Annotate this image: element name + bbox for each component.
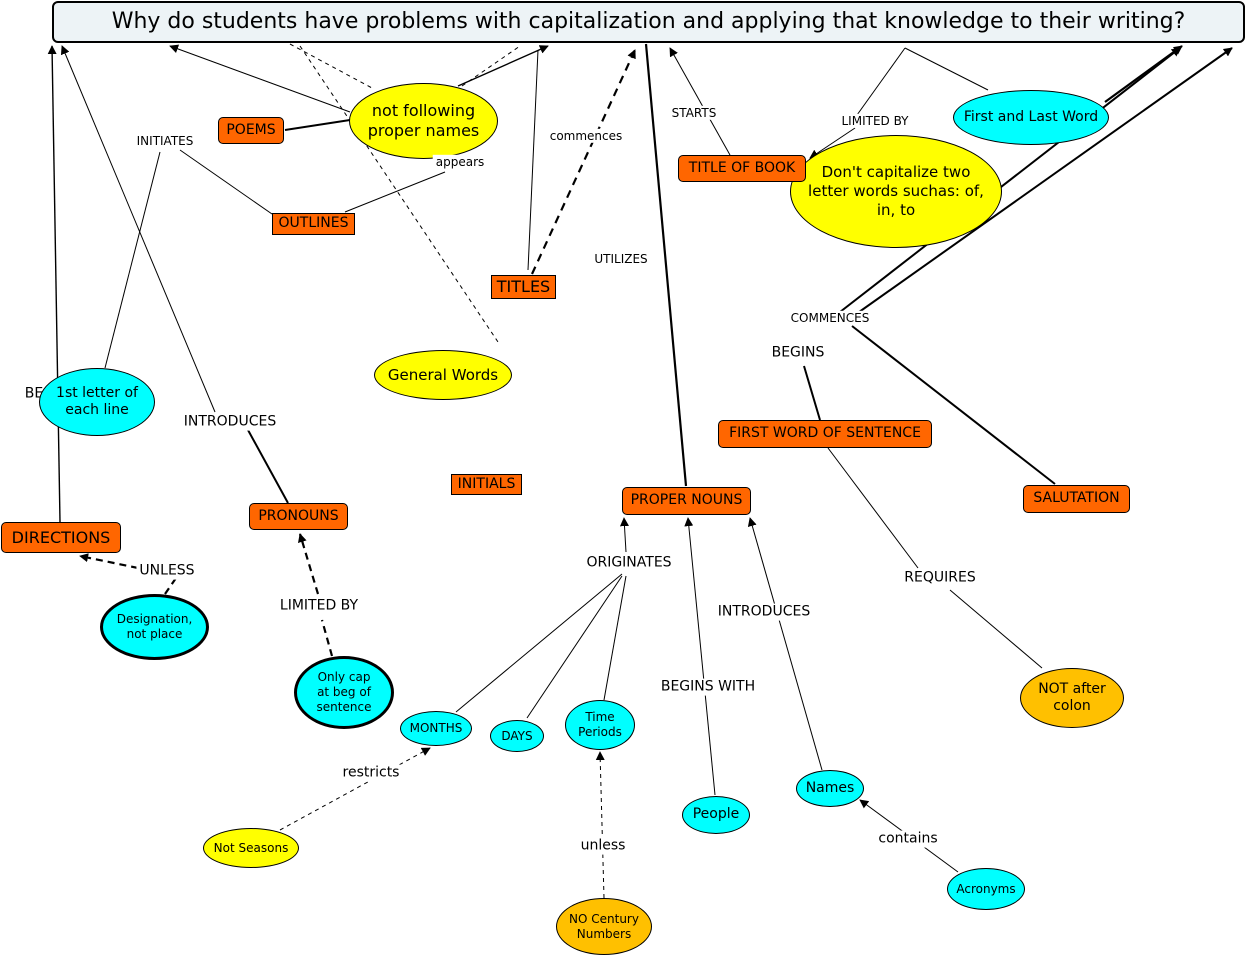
link-days-originates (526, 575, 623, 719)
link-introduces-root (60, 45, 216, 413)
link-limited-pronouns (298, 533, 320, 595)
concept-title-of-book: TITLE OF BOOK (678, 155, 806, 182)
link-label-introduces-left: INTRODUCES (180, 413, 280, 431)
link-commences-root (844, 47, 1233, 323)
link-unless-directions (79, 553, 139, 570)
link-requires-notcolon (949, 589, 1043, 669)
link-dashed-a (289, 43, 373, 89)
link-originates-propernouns (619, 517, 629, 553)
link-begins-root (839, 47, 1181, 313)
link-designation-directions (164, 577, 177, 595)
link-upper-v-left (851, 47, 906, 123)
link-label-commences-upper: COMMENCES (787, 310, 873, 326)
concept-titles: TITLES (491, 275, 556, 299)
link-notfollowing-root-right (457, 45, 549, 87)
concept-no-century-numbers: NO Century Numbers (556, 898, 652, 955)
concept-people: People (682, 796, 750, 834)
concept-initials: INITIALS (451, 474, 522, 495)
link-onlycap-limited (320, 619, 334, 657)
link-outlines-initiates (179, 149, 273, 215)
link-pronouns-introduces (247, 429, 289, 504)
link-label-restricts: restricts (339, 764, 403, 782)
concept-acronyms: Acronyms (947, 868, 1025, 910)
link-titles-root (527, 49, 539, 271)
link-salutation-commences (851, 325, 1056, 485)
concept-not-after-colon: NOT after colon (1020, 668, 1124, 728)
link-nocentury-timeperiods (595, 751, 605, 899)
concept-directions: DIRECTIONS (1, 522, 121, 553)
link-dashed-generalwords (299, 45, 501, 346)
link-directions-root (47, 45, 61, 523)
link-titleofbook-root (669, 47, 731, 156)
link-label-initiates: INITIATES (133, 133, 197, 149)
concept-first-and-last-word: First and Last Word (953, 90, 1109, 145)
concept-general-words: General Words (374, 350, 512, 400)
concept-poems: POEMS (218, 117, 284, 144)
concept-proper-nouns: PROPER NOUNS (622, 487, 751, 515)
link-firstword-begins (803, 365, 821, 421)
link-notseasons-months (279, 747, 431, 831)
link-label-commences-lower: commences (546, 128, 626, 144)
concept-outlines: OUTLINES (272, 213, 355, 235)
link-titles-commences (531, 49, 636, 275)
link-label-introduces-right: INTRODUCES (714, 603, 814, 621)
link-label-limited-by-top: LIMITED BY (838, 113, 912, 129)
link-dashed-b (461, 45, 521, 87)
concept-not-following-proper-names: not following proper names (349, 83, 498, 159)
link-outlines-appears (344, 171, 446, 213)
link-notfollowing-poems (284, 119, 351, 131)
link-months-originates (455, 573, 623, 713)
concept-1st-letter-each-line: 1st letter of each line (39, 368, 155, 436)
link-label-appears: appears (432, 154, 488, 170)
concept-days: DAYS (490, 720, 544, 752)
link-firstword-requires (827, 447, 919, 569)
link-upper-v-right (904, 47, 989, 91)
concept-first-word-of-sentence: FIRST WORD OF SENTENCE (718, 420, 932, 448)
link-timeperiods-originates (603, 575, 627, 701)
link-label-contains: contains (875, 830, 941, 848)
concept-dont-capitalize: Don't capitalize two letter words suchas… (790, 135, 1002, 248)
link-label-begins-with: BEGINS WITH (657, 678, 759, 696)
link-notfollowing-root-left (169, 44, 351, 113)
link-label-unless-upper: UNLESS (136, 562, 198, 580)
concept-designation-not-place: Designation, not place (100, 594, 209, 660)
focus-question: Why do students have problems with capit… (52, 1, 1245, 43)
concept-pronouns: PRONOUNS (249, 503, 348, 530)
link-label-limited-by: LIMITED BY (276, 597, 362, 615)
link-label-begins: BEGINS (768, 344, 828, 362)
concept-time-periods: Time Periods (565, 700, 635, 750)
link-propernouns-root (644, 43, 688, 487)
concept-salutation: SALUTATION (1023, 485, 1130, 513)
link-label-originates: ORIGINATES (583, 554, 675, 572)
link-label-requires: REQUIRES (901, 569, 979, 587)
concept-not-seasons: Not Seasons (203, 828, 299, 868)
link-label-utilizes: UTILIZES (591, 251, 651, 267)
concept-names: Names (796, 770, 864, 807)
concept-only-cap-beg-sentence: Only cap at beg of sentence (294, 656, 394, 729)
link-label-unless-lower: unless (577, 837, 629, 855)
link-names-propernouns (747, 517, 823, 771)
concept-months: MONTHS (400, 711, 472, 746)
link-people-propernouns (684, 517, 716, 796)
link-1stletter-initiates (104, 151, 161, 369)
link-label-starts: STARTS (668, 105, 720, 121)
